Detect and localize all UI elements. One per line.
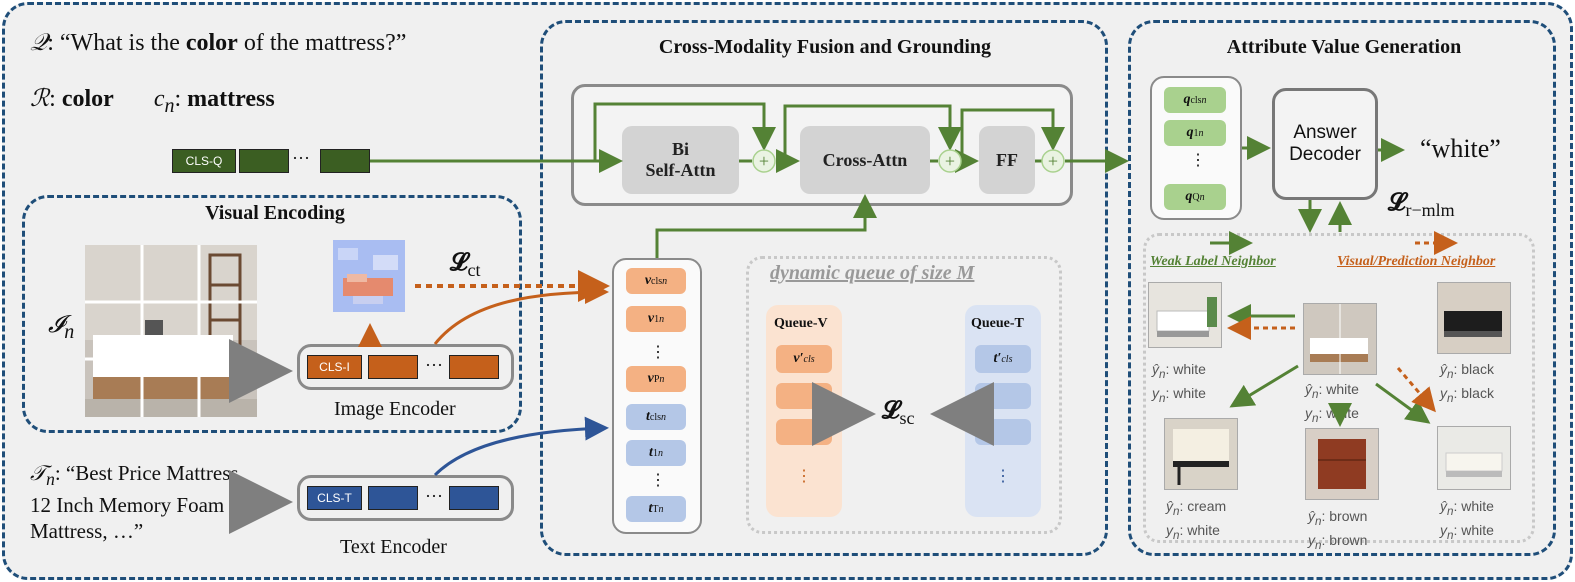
loss-ct: 𝓛ct	[450, 250, 481, 280]
neighbor-bottom-center-thumb	[1305, 428, 1379, 500]
feed-forward: FF	[979, 126, 1035, 194]
neighbor-center-thumb	[1303, 303, 1377, 375]
neighbor-bottom-right-thumb	[1437, 426, 1511, 490]
neighbor-right-top-label: ŷn: black yn: black	[1440, 361, 1494, 405]
fusion-title: Cross-Modality Fusion and Grounding	[658, 36, 992, 58]
text-token-1	[368, 486, 418, 510]
svg-text:+: +	[759, 151, 769, 171]
loss-r-mlm: 𝓛r−mlm	[1388, 190, 1455, 220]
queue-area	[746, 256, 1062, 534]
query-token-1	[239, 149, 289, 173]
text-input: 𝒯n: “Best Price Mattress 12 Inch Memory …	[30, 461, 239, 544]
text-token-last	[449, 486, 499, 510]
neighbor-left-label: ŷn: white yn: white	[1152, 361, 1206, 405]
queue-v-dots: ⋮	[796, 468, 812, 485]
product-image	[85, 245, 257, 417]
image-encoder-label: Image Encoder	[334, 398, 456, 420]
cls-q-token: CLS-Q	[172, 149, 236, 173]
queue-t-label: Queue-T	[971, 316, 1024, 331]
neighbor-bottom-center-label: ŷn: brown yn: brown	[1308, 508, 1368, 552]
embedding-column	[612, 258, 702, 534]
query-token-last	[320, 149, 370, 173]
neighbor-bottom-left-label: ŷn: cream yn: white	[1166, 498, 1227, 542]
svg-text:+: +	[1048, 151, 1058, 171]
query-line: 𝒬: “What is the color of the mattress?”	[30, 30, 407, 56]
neighbor-bottom-right-label: ŷn: white yn: white	[1440, 498, 1494, 542]
generation-title: Attribute Value Generation	[1226, 36, 1462, 58]
q-token-dots: ⋮	[1190, 152, 1206, 169]
text-token-dots: ···	[425, 486, 443, 506]
text-encoder-label: Text Encoder	[340, 536, 447, 558]
visual-encoding-title: Visual Encoding	[205, 202, 345, 224]
embedding-v-dots: ⋮	[650, 344, 666, 361]
query-token-dots: ···	[292, 148, 310, 168]
cls-t-token: CLS-T	[307, 486, 362, 510]
image-token-last	[449, 355, 499, 379]
queue-v-head: v′cls	[776, 345, 832, 373]
image-token-1	[368, 355, 418, 379]
queue-t-dots: ⋮	[995, 468, 1011, 485]
generation-panel	[1128, 20, 1556, 556]
cls-i-token: CLS-I	[307, 355, 362, 379]
queue-t-head: t′cls	[975, 345, 1031, 373]
svg-text:+: +	[945, 151, 955, 171]
neighbor-right-top-thumb	[1437, 282, 1511, 354]
neighbor-area	[1143, 233, 1535, 543]
weak-label-legend: Weak Label Neighbor	[1150, 254, 1276, 269]
queue-title: dynamic queue of size M	[770, 262, 975, 284]
image-label: 𝓘n	[48, 312, 75, 343]
image-token-dots: ···	[425, 355, 443, 375]
answer-output: “white”	[1420, 134, 1501, 163]
relation-line: ℛ: color cn: mattress	[30, 86, 275, 117]
queue-v-label: Queue-V	[774, 316, 828, 331]
neighbor-bottom-left-thumb	[1164, 418, 1238, 490]
cross-attn: Cross-Attn	[800, 126, 930, 194]
visual-label-legend: Visual/Prediction Neighbor	[1337, 254, 1496, 269]
loss-sc: 𝓛sc	[882, 398, 915, 428]
attention-map	[333, 240, 405, 312]
embedding-t-dots: ⋮	[650, 472, 666, 489]
neighbor-left-thumb	[1148, 282, 1222, 348]
